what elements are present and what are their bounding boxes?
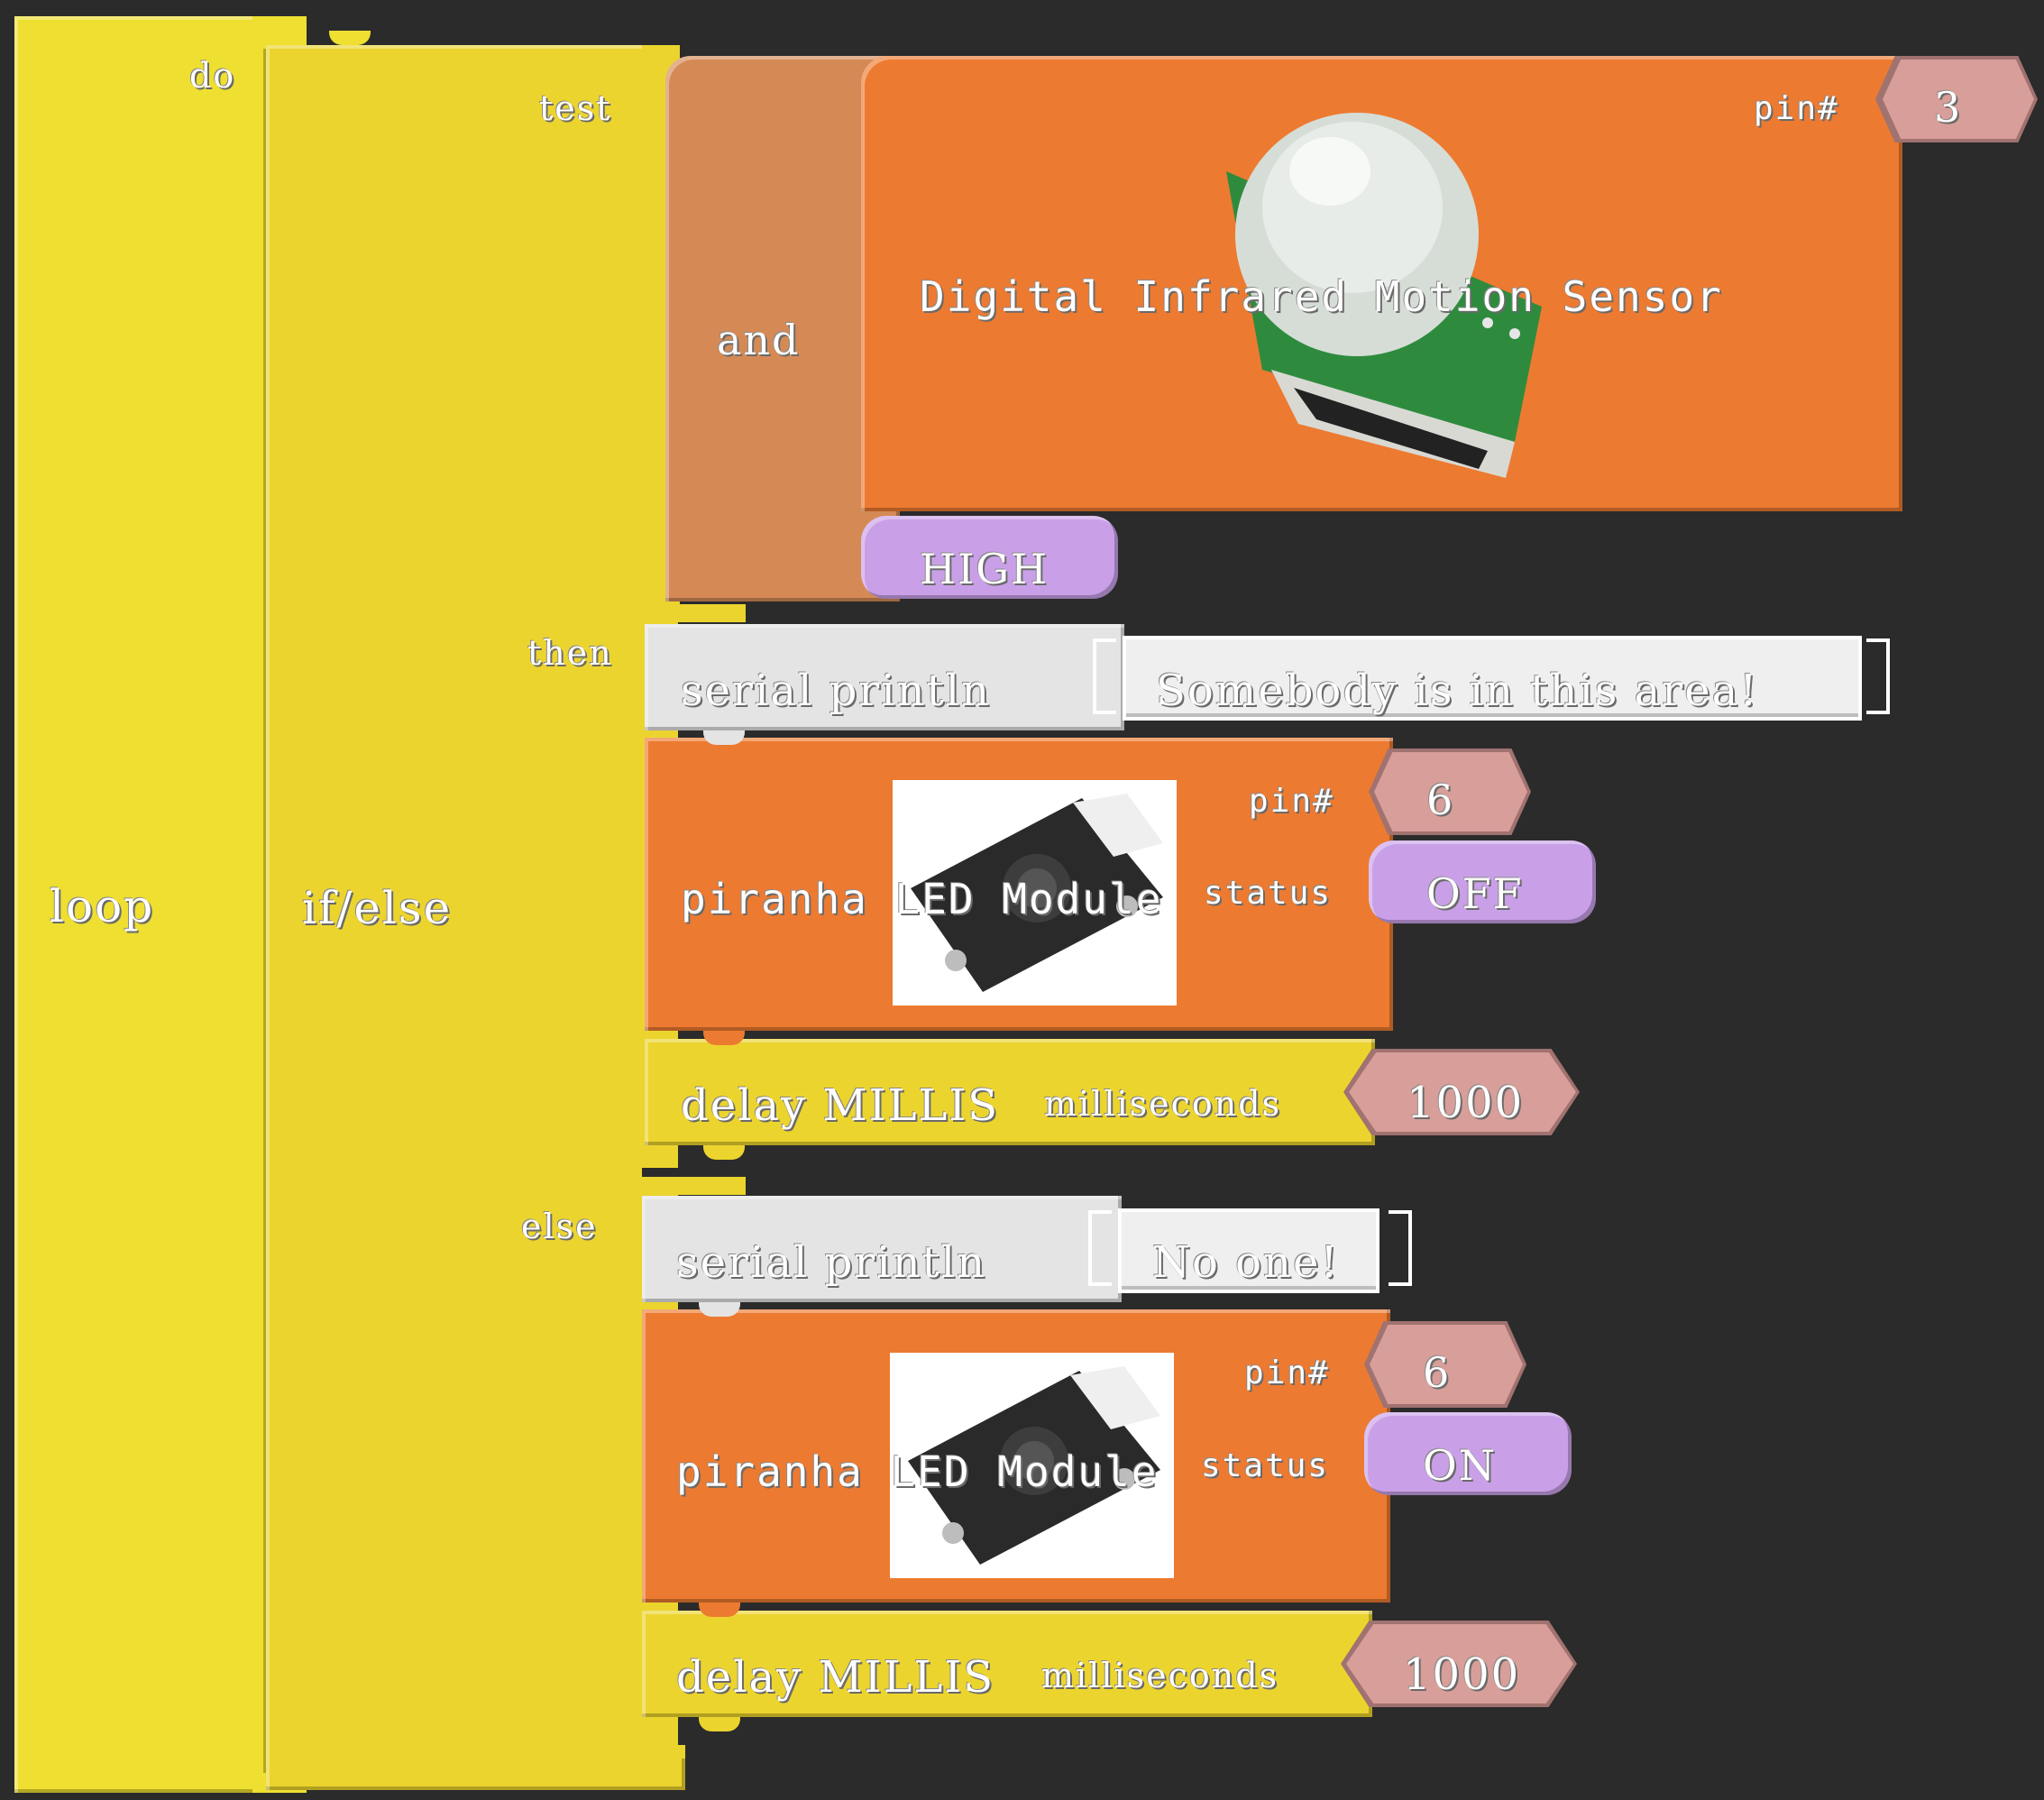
pir-pin-label: pin# [1754,90,1839,127]
pir-pin-value[interactable]: 3 [1934,83,1963,132]
then-led-pin-label: pin# [1249,783,1334,820]
then-label: then [527,633,613,673]
led-module-icon [890,1353,1174,1578]
ifelse-label: if/else [302,882,453,934]
else-serial-println-label: serial println [676,1237,987,1288]
pir-pin-value-block[interactable] [1883,60,2034,139]
else-println-text: No one! [1152,1237,1340,1288]
else-delay-value[interactable]: 1000 [1403,1649,1521,1700]
then-delay-label: delay MILLIS [681,1080,1000,1131]
else-led-status-value: ON [1423,1441,1497,1490]
then-println-text: Somebody is in this area! [1156,666,1759,716]
else-delay-label: delay MILLIS [676,1652,995,1703]
then-delay-value[interactable]: 1000 [1407,1078,1525,1128]
high-value-label: HIGH [920,545,1049,593]
else-delay-value-block[interactable] [1346,1624,1573,1704]
then-led-status-value: OFF [1426,869,1524,918]
loop-do-label: do [189,56,236,96]
then-led-module-label: piranha LED Module [681,875,1163,923]
then-println-text-field[interactable] [1123,636,1862,721]
then-led-pin-value[interactable]: 6 [1426,776,1455,824]
else-led-status-value-block[interactable] [1364,1412,1572,1495]
else-println-text-field[interactable] [1118,1208,1379,1293]
else-led-module-label: piranha LED Module [676,1447,1159,1496]
loop-label: loop [50,880,155,932]
then-led-status-label: status [1204,875,1333,912]
else-led-pin-label: pin# [1244,1355,1330,1391]
else-serial-println-block[interactable] [642,1196,1122,1302]
ifelse-block[interactable] [266,45,685,1790]
then-delay-value-block[interactable] [1349,1052,1576,1132]
then-delay-block[interactable] [645,1039,1375,1145]
then-serial-println-block[interactable] [645,624,1124,730]
test-label: test [539,88,612,128]
then-delay-unit-label: milliseconds [1044,1084,1282,1124]
loop-block[interactable] [14,16,267,1793]
then-led-pin-value-block[interactable] [1374,752,1527,831]
led-module-icon [893,780,1177,1006]
else-label: else [521,1207,598,1246]
else-delay-unit-label: milliseconds [1041,1656,1279,1695]
else-led-status-label: status [1201,1447,1330,1484]
and-block[interactable] [665,56,900,602]
else-delay-block[interactable] [642,1611,1372,1717]
else-led-pin-value-block[interactable] [1370,1325,1523,1404]
and-label: and [717,316,801,364]
then-serial-println-label: serial println [681,666,992,716]
else-led-pin-value[interactable]: 6 [1423,1348,1452,1397]
then-led-status-value-block[interactable] [1369,840,1596,923]
high-value-block[interactable] [861,516,1118,599]
pir-sensor-label: Digital Infrared Motion Sensor [920,272,1723,321]
pir-sensor-icon [1217,99,1578,478]
